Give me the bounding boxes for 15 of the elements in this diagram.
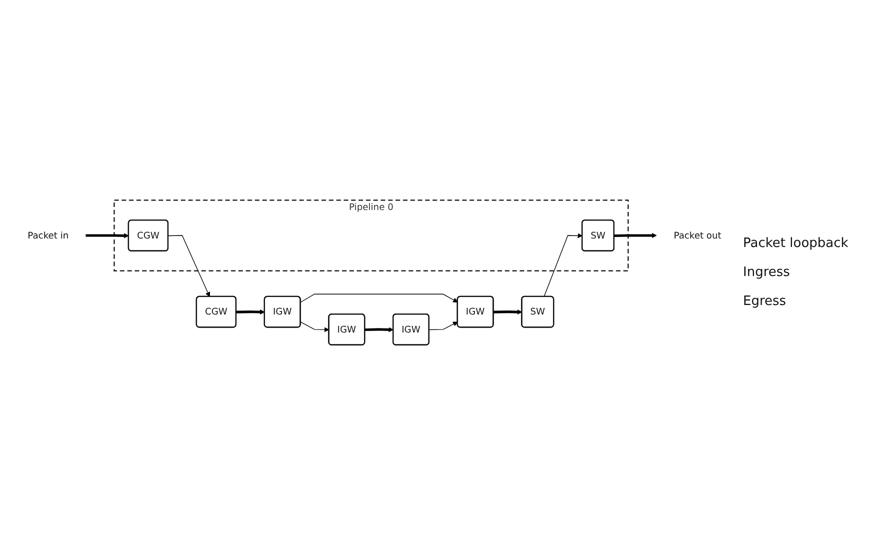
node-text: Packet in [28, 230, 69, 241]
arrow [300, 294, 458, 303]
note-text: Egress [743, 294, 788, 309]
arrow [493, 309, 522, 314]
arrow [428, 322, 458, 330]
arrow [86, 233, 129, 238]
arrow [364, 327, 394, 332]
arrow [544, 233, 583, 298]
arrow [236, 309, 265, 314]
arrow [168, 235, 210, 297]
arrow [300, 322, 330, 332]
note-text: Packet loopback [743, 236, 850, 251]
note-text: Ingress [743, 265, 791, 280]
arrow [614, 232, 657, 238]
node-text: Packet out [674, 230, 722, 241]
